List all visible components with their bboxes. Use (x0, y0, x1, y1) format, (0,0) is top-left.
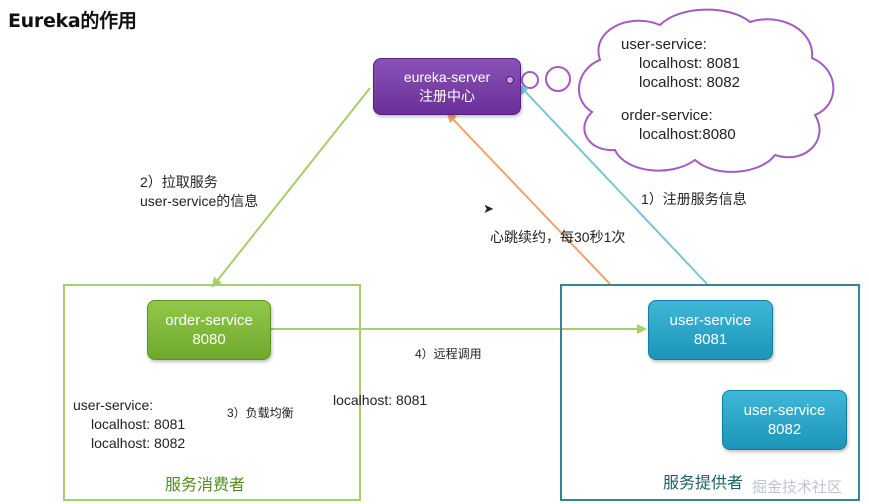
cloud-host: localhost:8080 (639, 126, 736, 143)
user-service-name: user-service (669, 312, 752, 329)
user-service-port: 8082 (767, 421, 802, 438)
eureka-server-subtitle: 注册中心 (419, 87, 475, 104)
order-service-port: 8080 (192, 331, 226, 348)
consumer-group-label: 服务消费者 (165, 477, 246, 494)
consumer-group-box (63, 284, 361, 501)
cloud-host: localhost: 8081 (639, 55, 740, 72)
heartbeat-label: 心跳续约，每30秒1次 (490, 229, 626, 245)
selected-host-label: localhost: 8081 (333, 392, 428, 408)
provider-group-box (560, 284, 860, 501)
eureka-server-name: eureka-server (403, 68, 491, 85)
register-label: 1）注册服务信息 (641, 191, 747, 207)
cloud-service1: user-service: (621, 36, 707, 53)
user-service-node-8081[interactable]: user-service 8081 (648, 300, 773, 360)
consumer-cache-host: localhost: 8082 (91, 435, 186, 451)
cloud-bubble (521, 8, 835, 173)
eureka-server-node[interactable]: eureka-server 注册中心 (373, 58, 521, 115)
watermark: 掘金技术社区 (752, 479, 843, 496)
pull-arrow (211, 87, 371, 288)
eureka-connector-dot (506, 76, 514, 84)
page-title: Eureka的作用 (8, 10, 137, 32)
cloud-host: localhost: 8082 (639, 74, 740, 91)
register-arrow (518, 84, 708, 285)
heartbeat-arrow (446, 112, 611, 285)
consumer-cache-host: localhost: 8081 (91, 416, 186, 432)
user-service-port: 8081 (693, 331, 728, 348)
mouse-cursor-icon: ➤ (483, 201, 494, 216)
cloud-dot-small (521, 71, 539, 89)
user-service-name: user-service (743, 402, 826, 419)
cloud-dot-large (545, 66, 571, 92)
cloud-registry-text: user-service: localhost: 8081 localhost:… (621, 35, 740, 144)
remote-call-label: 4）远程调用 (415, 347, 482, 361)
provider-group-label: 服务提供者 (663, 475, 744, 492)
order-service-node[interactable]: order-service 8080 (147, 300, 271, 360)
cloud-service2: order-service: (621, 107, 713, 124)
user-service-node-8082[interactable]: user-service 8082 (722, 390, 847, 450)
load-balance-label: 3）负载均衡 (227, 406, 294, 420)
order-service-name: order-service (165, 312, 253, 329)
consumer-cache-text: user-service: localhost: 8081 localhost:… (73, 397, 186, 451)
pull-label: 2）拉取服务 user-service的信息 (140, 174, 259, 209)
